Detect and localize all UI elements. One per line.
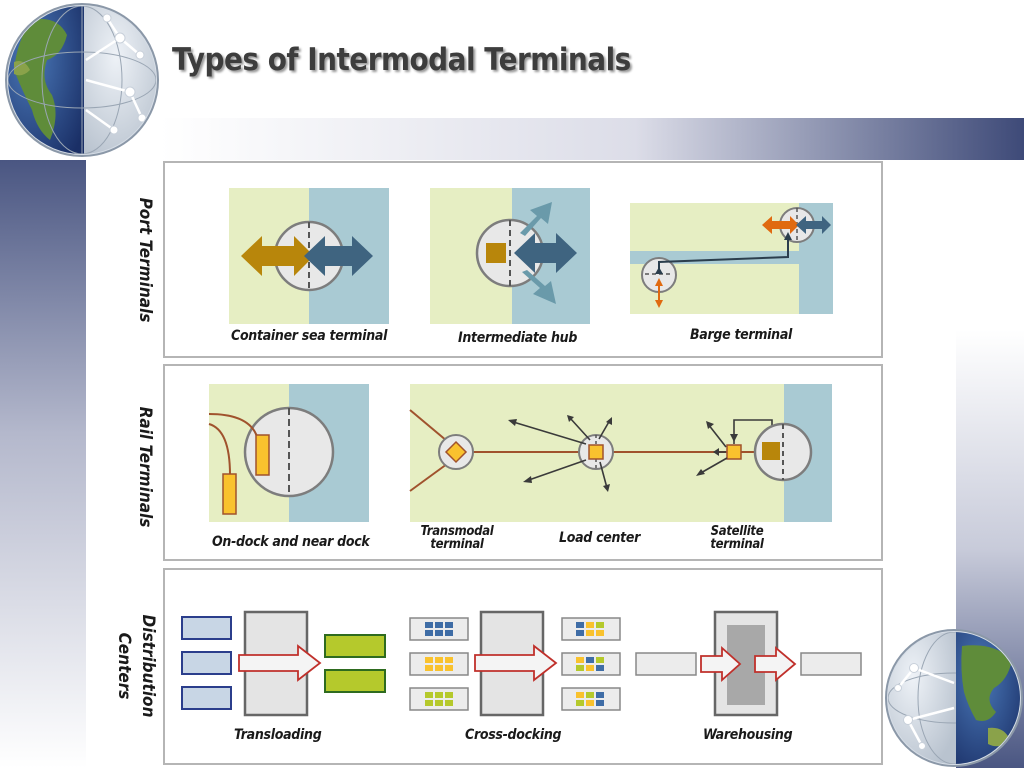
port-terminals-label: Port Terminals (135, 197, 155, 323)
intermediate-hub-label: Intermediate hub (458, 330, 578, 346)
container-sea-terminal-label: Container sea terminal (231, 328, 388, 344)
cross-docking-label: Cross-docking (465, 727, 562, 743)
globe-logo-top (5, 3, 159, 157)
rail-terminals-panel (163, 364, 883, 561)
globe-logo-bottom (885, 629, 1023, 767)
transmodal-terminal-label: Transmodal terminal (420, 524, 494, 552)
load-center-label: Load center (559, 530, 641, 546)
rail-terminals-label: Rail Terminals (135, 406, 155, 528)
distribution-centers-label-line2: Centers (114, 632, 134, 700)
barge-terminal-label: Barge terminal (690, 327, 793, 343)
warehousing-label: Warehousing (703, 727, 793, 743)
satellite-terminal-label: Satellite terminal (710, 524, 764, 552)
transloading-label: Transloading (234, 727, 322, 743)
distribution-centers-label-line1: Distribution (138, 614, 158, 718)
slide-title: Types of Intermodal Terminals (172, 42, 631, 78)
on-dock-label: On-dock and near dock (212, 534, 370, 550)
